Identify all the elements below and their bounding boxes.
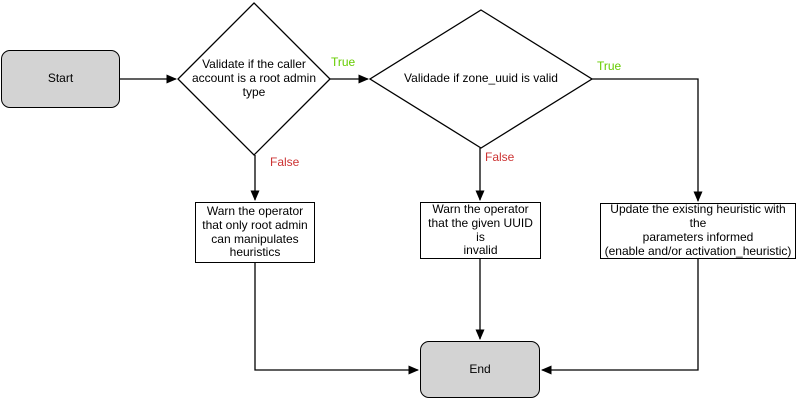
end-node-label: End: [469, 361, 491, 376]
warn-invalid-uuid-node: Warn the operator that the given UUID is…: [420, 202, 541, 259]
edge-label-root-admin-true: True: [331, 55, 356, 69]
decision-root-admin-label: Validate if the caller account is a root…: [191, 57, 317, 99]
edge-label-zone-uuid-false: False: [485, 150, 515, 164]
edge-update-to-end: [541, 259, 699, 375]
start-node-label: Start: [47, 71, 74, 86]
decision-root-admin-shape: [177, 2, 331, 156]
decision-zone-uuid-shape: [368, 9, 594, 149]
update-heuristic-node: Update the existing heuristic with the p…: [600, 202, 796, 259]
decision-zone-uuid-label: Validade if zone_uuid is valid: [404, 71, 558, 86]
end-node: End: [420, 341, 540, 398]
edge-label-root-admin-false: False: [270, 155, 300, 169]
warn-root-admin-node: Warn the operator that only root admin c…: [195, 202, 315, 263]
edge-label-zone-uuid-true: True: [597, 59, 622, 73]
edge-zone-uuid-true: [592, 78, 703, 202]
edge-warn-root-to-end: [254, 262, 419, 375]
start-node: Start: [1, 50, 120, 108]
